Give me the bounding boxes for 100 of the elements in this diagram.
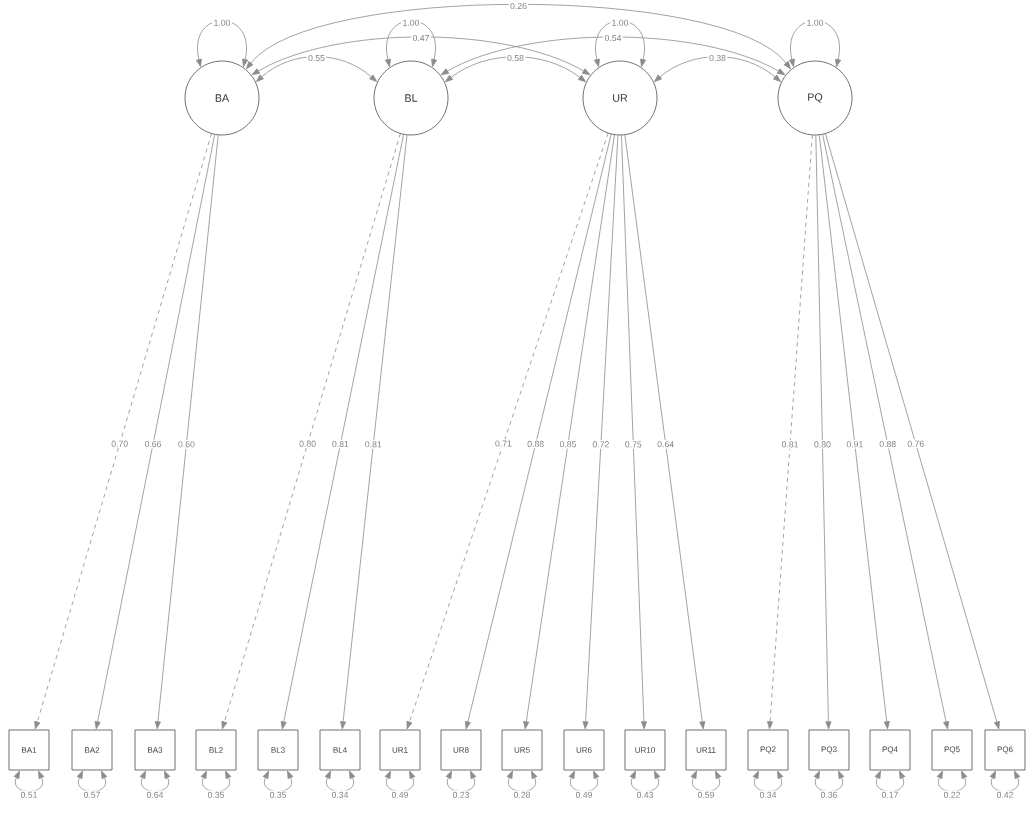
loading-arrow bbox=[34, 133, 212, 730]
residual-loop bbox=[874, 770, 906, 792]
indicator-box: PQ4 bbox=[869, 729, 911, 771]
edge-label: 0.28 bbox=[512, 790, 532, 800]
loading-arrow bbox=[582, 134, 619, 730]
residual-loop bbox=[200, 770, 232, 792]
loading-arrow bbox=[464, 133, 612, 730]
loading-arrow bbox=[624, 134, 706, 730]
edge-label: 0.60 bbox=[176, 439, 197, 449]
residual-loop bbox=[384, 770, 416, 792]
edge-label: 0.66 bbox=[143, 439, 163, 449]
edge-label: 0.70 bbox=[109, 439, 130, 449]
indicator-box: BL2 bbox=[195, 729, 237, 771]
covariance-arrow bbox=[445, 56, 586, 83]
loading-arrow bbox=[824, 133, 1000, 730]
indicator-box: UR5 bbox=[501, 729, 543, 771]
edge-label: 0.17 bbox=[880, 790, 900, 800]
edge-label: 0.35 bbox=[268, 790, 288, 800]
indicator-box: BA3 bbox=[134, 729, 176, 771]
edge-label: 1.00 bbox=[610, 18, 630, 28]
indicator-box: BA2 bbox=[71, 729, 113, 771]
indicator-box: UR6 bbox=[563, 729, 605, 771]
edge-label: 0.64 bbox=[655, 439, 676, 449]
edge-label: 0.36 bbox=[819, 790, 839, 800]
edge-label: 0.88 bbox=[525, 439, 546, 449]
residual-loop bbox=[139, 770, 171, 792]
loading-arrow bbox=[221, 133, 401, 730]
residual-loop bbox=[813, 770, 845, 792]
residual-loop bbox=[936, 770, 968, 792]
edge-label: 0.34 bbox=[330, 790, 350, 800]
edge-label: 0.54 bbox=[603, 33, 623, 43]
covariance-arrow bbox=[251, 36, 591, 76]
edge-label: 1.00 bbox=[805, 18, 825, 28]
variance-loop bbox=[789, 20, 842, 67]
edge-label: 0.72 bbox=[591, 440, 611, 449]
residual-loop bbox=[324, 770, 356, 792]
residual-loop bbox=[629, 770, 661, 792]
edge-label: 0.64 bbox=[145, 790, 165, 800]
residual-loop bbox=[76, 770, 108, 792]
indicator-box: PQ2 bbox=[747, 729, 789, 771]
edge-label: 0.42 bbox=[995, 790, 1015, 800]
edge-label: 0.49 bbox=[574, 790, 594, 800]
residual-loop bbox=[752, 770, 784, 792]
indicator-box: BL4 bbox=[319, 729, 361, 771]
edge-label: 0.59 bbox=[696, 790, 716, 800]
edge-label: 0.38 bbox=[707, 53, 728, 63]
indicator-box: PQ6 bbox=[984, 729, 1026, 771]
edge-label: 0.80 bbox=[812, 440, 833, 449]
indicator-box: PQ5 bbox=[931, 729, 973, 771]
edge-label: 0.80 bbox=[297, 439, 318, 449]
edge-label: 0.43 bbox=[635, 790, 655, 800]
edge-label: 0.85 bbox=[558, 439, 578, 449]
loading-arrow bbox=[815, 134, 832, 730]
edge-label: 0.57 bbox=[82, 790, 102, 800]
loading-arrow bbox=[767, 134, 813, 730]
edge-label: 0.81 bbox=[780, 439, 800, 449]
variance-loop bbox=[195, 20, 249, 67]
edge-label: 0.49 bbox=[390, 790, 410, 800]
edge-label: 0.47 bbox=[411, 33, 431, 43]
edge-label: 0.71 bbox=[493, 439, 514, 448]
indicator-box: PQ3 bbox=[808, 729, 850, 771]
loading-arrow bbox=[280, 133, 404, 730]
covariance-arrow bbox=[440, 36, 786, 76]
residual-loop bbox=[989, 770, 1021, 792]
residual-loop bbox=[690, 770, 722, 792]
edge-label: 1.00 bbox=[212, 18, 232, 28]
covariance-arrow bbox=[256, 56, 377, 82]
edge-label: 0.81 bbox=[330, 439, 351, 449]
edge-label: 0.26 bbox=[508, 1, 529, 11]
loading-arrow bbox=[818, 134, 890, 730]
indicator-box: UR8 bbox=[440, 729, 482, 771]
edge-label: 0.34 bbox=[758, 790, 778, 800]
loading-arrow bbox=[621, 134, 647, 730]
indicator-box: UR1 bbox=[379, 729, 421, 771]
edge-label: 0.51 bbox=[19, 790, 39, 800]
edge-label: 0.88 bbox=[877, 439, 898, 449]
edge-label: 0.22 bbox=[942, 790, 962, 800]
residual-loop bbox=[568, 770, 600, 792]
edge-label: 0.35 bbox=[206, 790, 226, 800]
loading-arrow bbox=[406, 132, 609, 730]
residual-loop bbox=[262, 770, 294, 792]
edge-label: 0.81 bbox=[363, 439, 384, 449]
covariance-arrow bbox=[246, 3, 791, 70]
edge-label: 1.00 bbox=[401, 18, 421, 28]
edge-label: 0.55 bbox=[306, 53, 327, 63]
loading-arrow bbox=[822, 133, 950, 730]
edge-label: 0.91 bbox=[845, 439, 865, 449]
residual-loop bbox=[506, 770, 538, 792]
loading-arrow bbox=[523, 134, 615, 730]
edge-label: 0.76 bbox=[906, 439, 926, 449]
edge-label: 0.75 bbox=[623, 440, 644, 449]
edge-label: 0.23 bbox=[451, 790, 471, 800]
loading-arrow bbox=[94, 133, 216, 730]
loading-arrow bbox=[340, 134, 408, 730]
edge-label: 0.58 bbox=[505, 53, 526, 63]
indicator-box: UR11 bbox=[685, 729, 727, 771]
indicator-box: BA1 bbox=[8, 729, 50, 771]
variance-loop bbox=[384, 20, 438, 67]
indicator-box: UR10 bbox=[624, 729, 666, 771]
residual-loop bbox=[445, 770, 477, 792]
